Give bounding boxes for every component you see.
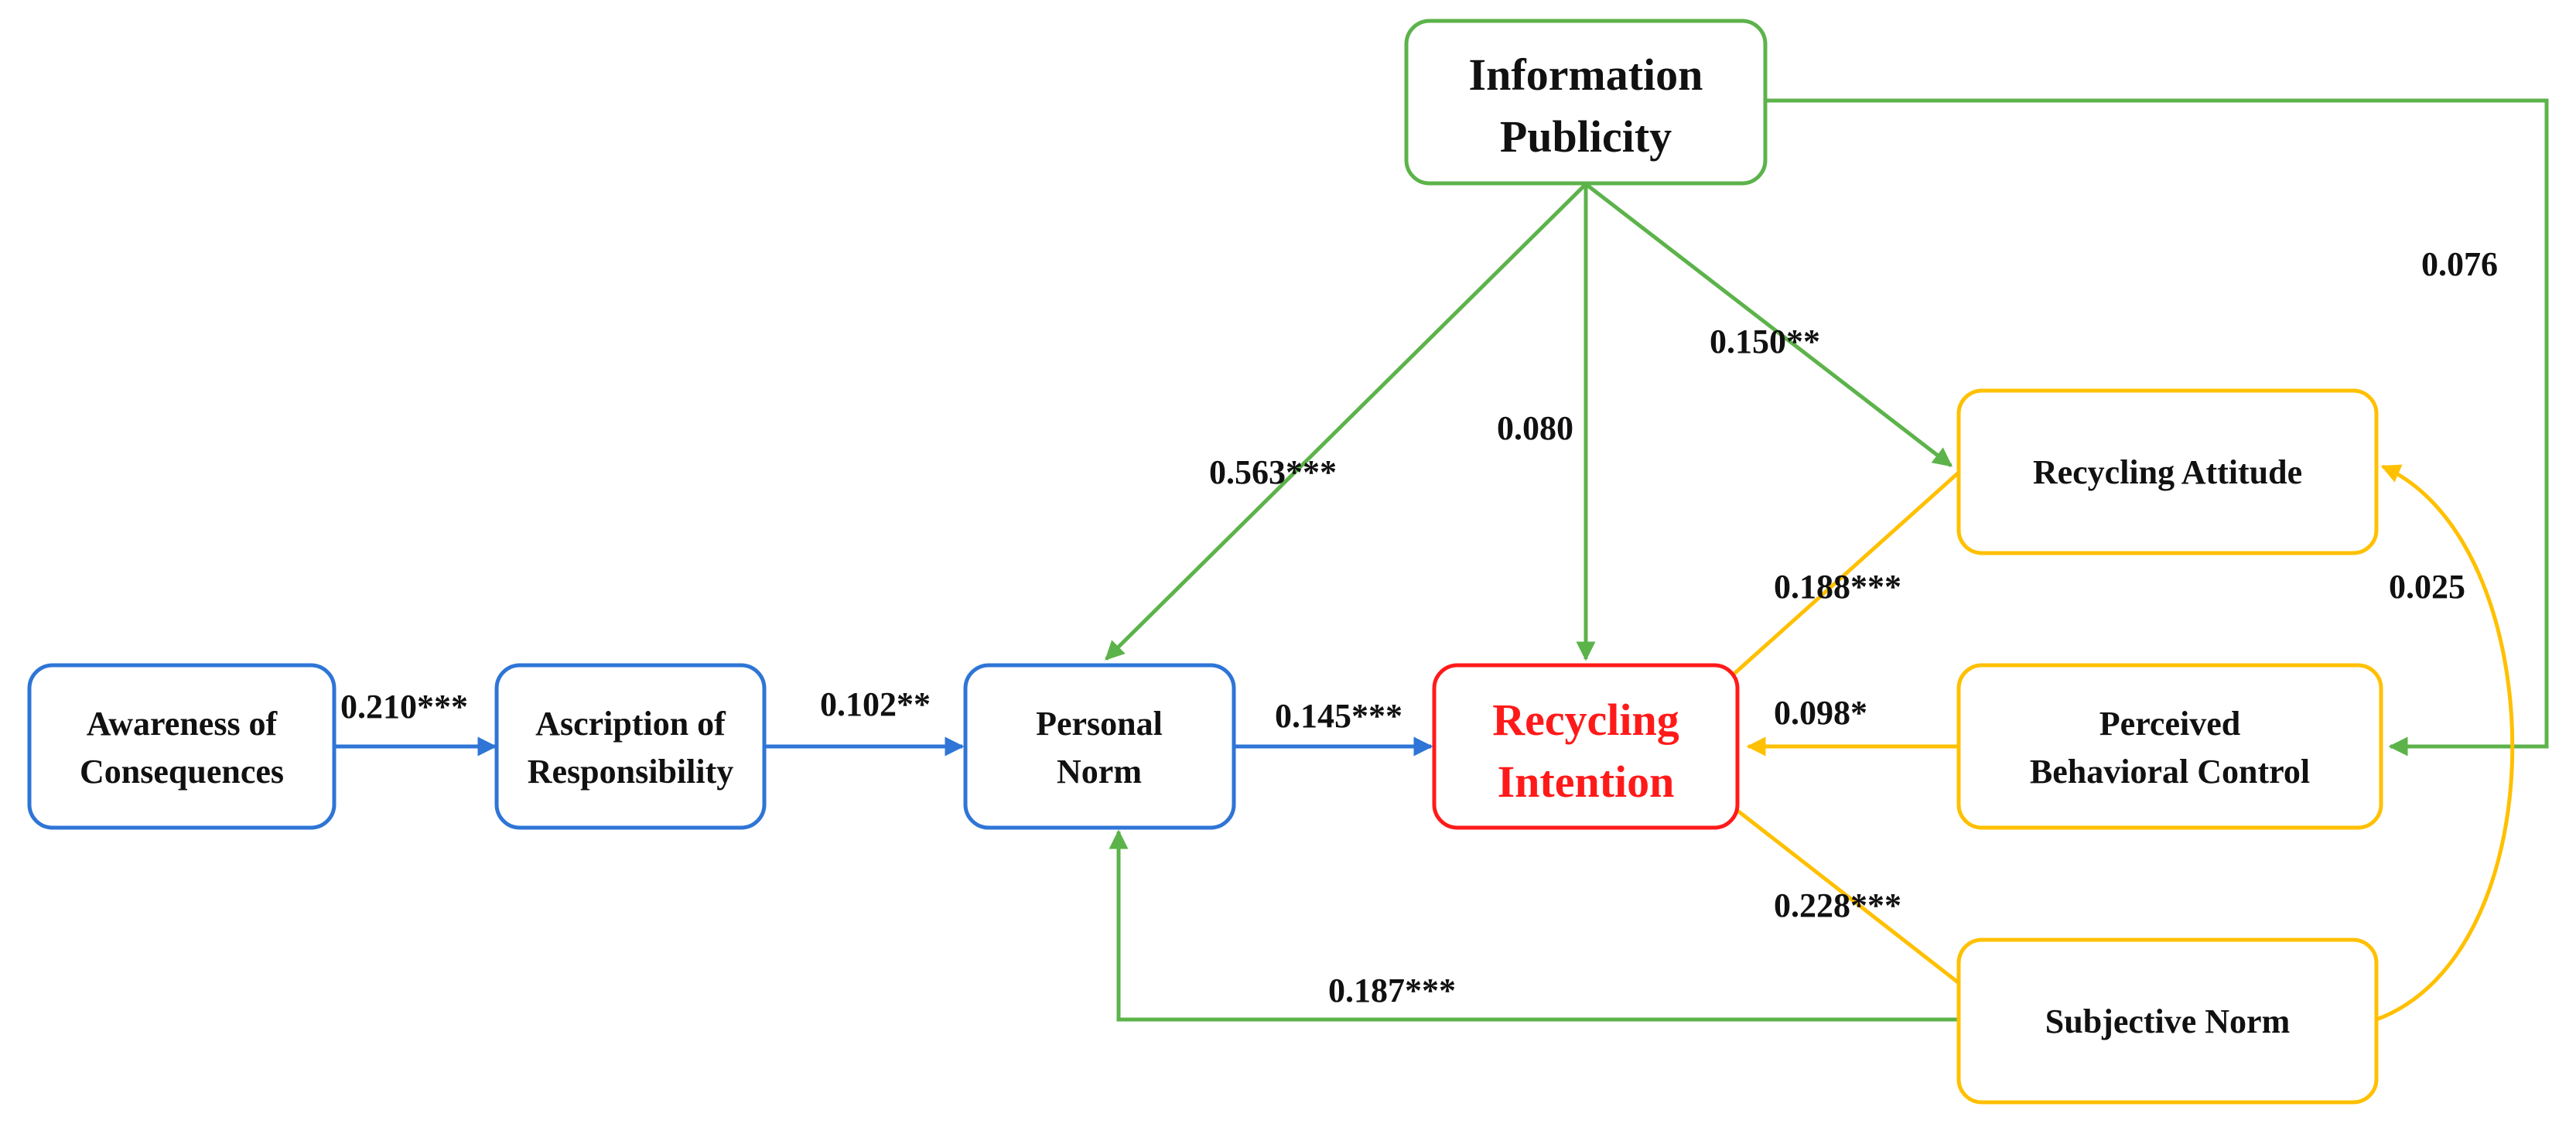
- coef-ra-to-ri: 0.188***: [1774, 568, 1901, 606]
- coef-sn-to-ri: 0.228***: [1774, 886, 1901, 924]
- node-personal-norm-line1: Personal: [1036, 705, 1163, 743]
- coef-ip-to-ra: 0.150**: [1710, 323, 1820, 360]
- coef-pbc-to-ri: 0.098*: [1774, 694, 1867, 732]
- edge-ip-to-pn: [1105, 183, 1587, 661]
- node-personal-norm-line2: Norm: [1057, 753, 1142, 791]
- node-personal-norm: Personal Norm: [963, 663, 1236, 830]
- node-recycling-intention-line1: Recycling: [1492, 695, 1679, 745]
- node-awareness-of-consequences-line2: Consequences: [80, 753, 284, 791]
- coef-aor-to-pn: 0.102**: [820, 685, 931, 723]
- node-ascription-of-responsibility: Ascription of Responsibility: [494, 663, 767, 830]
- coef-aoc-to-aor: 0.210***: [340, 688, 468, 726]
- edge-ip-to-pbc: [1765, 98, 2549, 757]
- coef-ip-to-pn: 0.563***: [1209, 453, 1337, 491]
- node-recycling-intention-line2: Intention: [1498, 757, 1675, 807]
- edge-ip-to-ra: [1584, 183, 1952, 467]
- node-information-publicity: Information Publicity: [1404, 19, 1768, 186]
- node-subjective-norm: Subjective Norm: [1956, 938, 2379, 1105]
- coef-sn-ra-correlation: 0.025: [2389, 568, 2465, 606]
- node-awareness-of-consequences-line1: Awareness of: [87, 705, 278, 743]
- node-recycling-intention: Recycling Intention: [1432, 663, 1740, 830]
- edge-sn-ra-correlation: [2376, 464, 2515, 1022]
- node-ascription-of-responsibility-line2: Responsibility: [528, 753, 734, 791]
- node-recycling-attitude: Recycling Attitude: [1956, 388, 2379, 555]
- node-perceived-behavioral-control-line2: Behavioral Control: [2030, 753, 2310, 791]
- node-awareness-of-consequences: Awareness of Consequences: [27, 663, 337, 830]
- node-ascription-of-responsibility-line1: Ascription of: [535, 705, 726, 743]
- node-perceived-behavioral-control: Perceived Behavioral Control: [1956, 663, 2383, 830]
- edge-sn-to-ri: [1700, 781, 1970, 992]
- node-recycling-attitude-line1: Recycling Attitude: [2033, 453, 2302, 491]
- node-subjective-norm-line1: Subjective Norm: [2045, 1002, 2291, 1040]
- node-information-publicity-line2: Publicity: [1500, 111, 1672, 162]
- node-information-publicity-line1: Information: [1469, 50, 1703, 100]
- coef-ip-to-ri: 0.080: [1497, 409, 1573, 447]
- coef-ip-to-pbc: 0.076: [2421, 245, 2498, 283]
- coef-sn-to-pn: 0.187***: [1328, 972, 1456, 1009]
- node-perceived-behavioral-control-line1: Perceived: [2099, 705, 2240, 743]
- edge-sn-to-pn: [1109, 829, 1959, 1022]
- coef-pn-to-ri: 0.145***: [1275, 697, 1402, 735]
- edge-ra-to-ri: [1697, 463, 1970, 707]
